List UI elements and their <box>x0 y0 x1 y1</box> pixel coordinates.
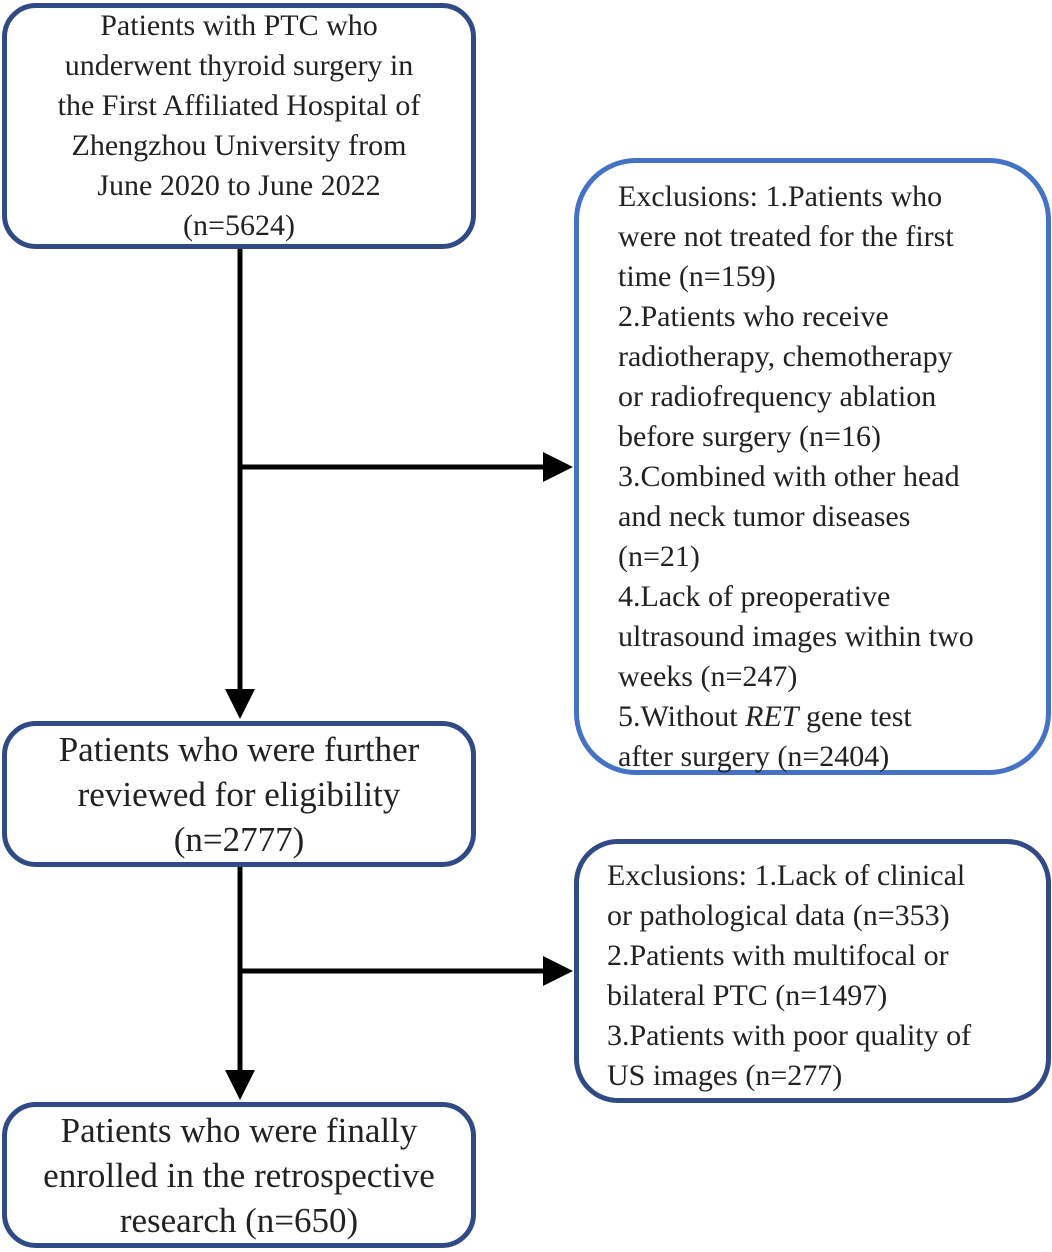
exclusion-1-line: radiotherapy, chemotherapy <box>618 340 953 373</box>
exclusion-2-line: 3.Patients with poor quality of <box>607 1019 972 1052</box>
exclusion-2-text: Exclusions: 1.Lack of clinical or pathol… <box>607 856 1046 1096</box>
start-line: (n=5624) <box>183 209 295 242</box>
exclusion-1-line: and neck tumor diseases <box>618 500 911 533</box>
final-line: Patients who were finally <box>60 1110 418 1150</box>
exclusion-1-line: ultrasound images within two <box>618 620 974 653</box>
start-line: Zhengzhou University from <box>71 129 407 162</box>
exclusion-1-line: Exclusions: 1.Patients who <box>618 180 943 213</box>
exclusion-2-line: bilateral PTC (n=1497) <box>607 979 888 1012</box>
eligibility-line: Patients who were further <box>58 729 420 769</box>
exclusion-1-line: after surgery (n=2404) <box>618 740 890 773</box>
exclusion-1-line: 2.Patients who receive <box>618 300 889 333</box>
final-line: research (n=650) <box>119 1200 359 1240</box>
eligibility-review-box: Patients who were further reviewed for e… <box>2 721 476 867</box>
eligibility-line: reviewed for eligibility <box>77 774 401 814</box>
exclusion-1-line: weeks (n=247) <box>618 660 798 693</box>
exclusion-1-line: before surgery (n=16) <box>618 420 881 453</box>
final-enrollment-box: Patients who were finally enrolled in th… <box>2 1102 476 1248</box>
start-population-box: Patients with PTC who underwent thyroid … <box>2 3 476 249</box>
exclusion-1-line: were not treated for the first <box>618 220 954 253</box>
start-line: underwent thyroid surgery in <box>64 49 414 82</box>
item5-suffix: gene test <box>798 700 912 733</box>
exclusion-2-line: Exclusions: 1.Lack of clinical <box>607 859 966 892</box>
start-line: Patients with PTC who <box>100 9 378 42</box>
start-line: June 2020 to June 2022 <box>97 169 381 202</box>
exclusion-1-line: 3.Combined with other head <box>618 460 960 493</box>
exclusion-1-line: or radiofrequency ablation <box>618 380 937 413</box>
start-population-text: Patients with PTC who underwent thyroid … <box>58 6 421 246</box>
item5-prefix: 5.Without <box>618 700 746 733</box>
eligibility-review-text: Patients who were further reviewed for e… <box>59 727 420 862</box>
ret-gene-name: RET <box>745 700 799 733</box>
start-line: the First Affiliated Hospital of <box>57 89 421 122</box>
exclusion-1-item5: 5.Without RET gene test <box>618 697 1046 737</box>
exclusion-2-line: 2.Patients with multifocal or <box>607 939 949 972</box>
exclusion-box-1: Exclusions: 1.Patients who were not trea… <box>574 158 1051 775</box>
eligibility-line: (n=2777) <box>173 819 305 859</box>
exclusion-2-line: US images (n=277) <box>607 1059 843 1092</box>
exclusion-1-line: time (n=159) <box>618 260 776 293</box>
final-line: enrolled in the retrospective <box>43 1155 435 1195</box>
exclusion-1-line: (n=21) <box>618 540 700 573</box>
exclusion-1-line: 4.Lack of preoperative <box>618 580 891 613</box>
final-enrollment-text: Patients who were finally enrolled in th… <box>43 1108 435 1243</box>
exclusion-box-2: Exclusions: 1.Lack of clinical or pathol… <box>574 839 1051 1103</box>
exclusion-2-line: or pathological data (n=353) <box>607 899 950 932</box>
exclusion-1-text: Exclusions: 1.Patients who were not trea… <box>618 177 1046 777</box>
